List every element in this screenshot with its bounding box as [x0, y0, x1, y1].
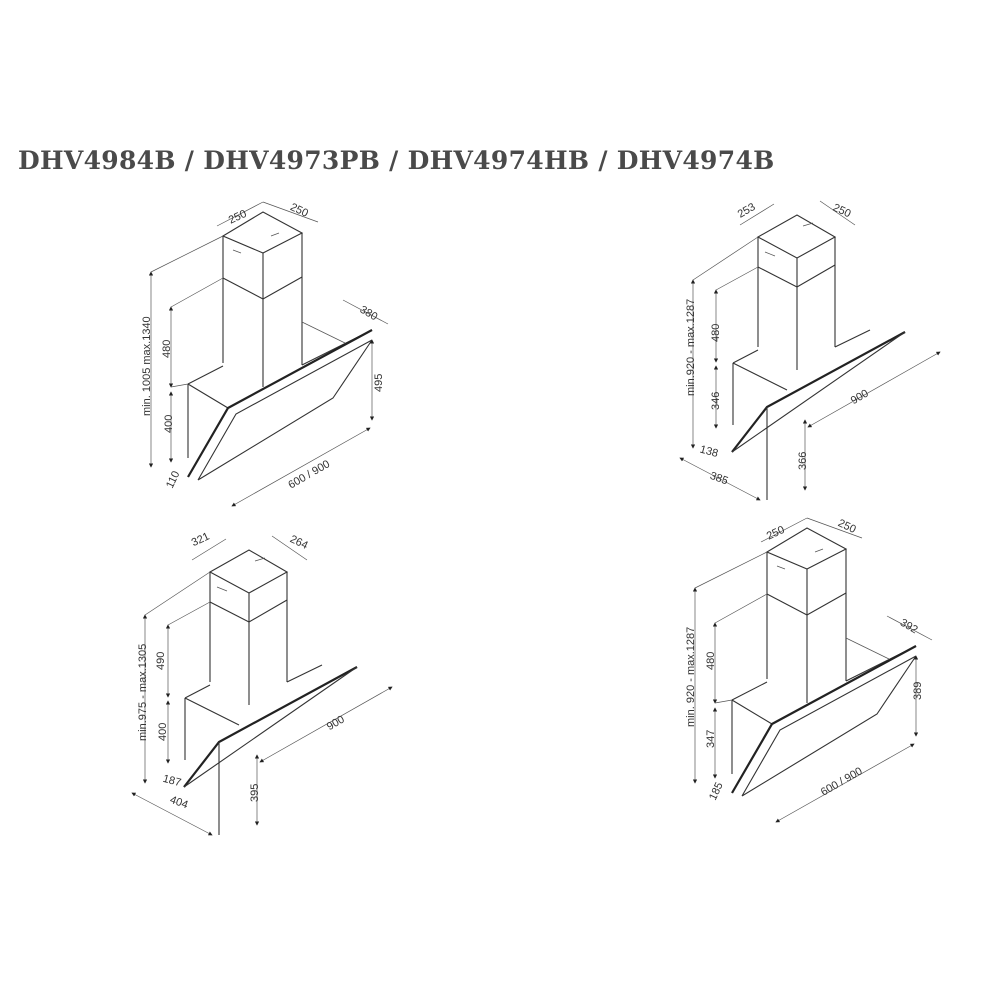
model-title: DHV4984B / DHV4973PB / DHV4974HB / DHV49… [18, 146, 775, 175]
dim-width-b: 250 [831, 202, 853, 221]
dim-total-height: min. 1005 max.1340 [141, 316, 153, 416]
dim-glass-height: 366 [797, 452, 809, 470]
dim-body: 400 [157, 723, 169, 741]
dim-bottom: 138 [699, 444, 720, 460]
dim-width-a: 321 [190, 531, 212, 550]
dimension-labels-top-right: 253 250 480 346 900 138 385 366 min.920 … [685, 201, 871, 487]
dim-width-b: 250 [836, 517, 858, 536]
dim-body: 347 [705, 730, 717, 748]
dim-bottom: 187 [161, 773, 182, 789]
dim-total-height: min.920 - max.1287 [685, 299, 697, 396]
dim-glass-height: 495 [373, 374, 385, 392]
dim-depth: 404 [168, 794, 189, 812]
dim-length: 600 / 900 [819, 765, 865, 798]
dim-glass-height: 395 [249, 784, 261, 802]
dim-total-height: min.975 - max.1305 [137, 644, 149, 741]
dimension-labels-bottom-left: 321 264 490 400 900 187 404 395 min.975 … [137, 531, 347, 812]
dim-depth: 392 [898, 617, 920, 637]
dim-bottom: 185 [707, 780, 726, 802]
dim-bottom: 110 [164, 469, 182, 490]
hood-drawing-bottom-left [132, 536, 392, 835]
dim-depth: 380 [358, 304, 380, 324]
dim-chimney-upper: 490 [155, 652, 167, 670]
hood-drawing-top-right [680, 201, 940, 500]
dim-glass-height: 389 [912, 682, 924, 700]
dim-width-a: 250 [227, 208, 249, 227]
dim-total-height: min. 920 - max.1287 [685, 627, 697, 727]
dim-body: 400 [163, 415, 175, 433]
dim-chimney-upper: 480 [705, 652, 717, 670]
dim-chimney-upper: 480 [161, 340, 173, 358]
dim-length: 900 [849, 387, 871, 407]
dim-width-a: 250 [765, 524, 787, 543]
hood-drawing-bottom-right [695, 518, 932, 822]
dim-body: 346 [710, 392, 722, 410]
dim-length: 900 [325, 713, 347, 733]
dim-width-a: 253 [736, 201, 758, 221]
dim-chimney-upper: 480 [710, 324, 722, 342]
dim-depth: 385 [708, 470, 729, 488]
dim-length: 600 / 900 [286, 458, 332, 491]
hood-drawing-top-left [151, 202, 388, 506]
dim-width-b: 250 [288, 201, 310, 220]
